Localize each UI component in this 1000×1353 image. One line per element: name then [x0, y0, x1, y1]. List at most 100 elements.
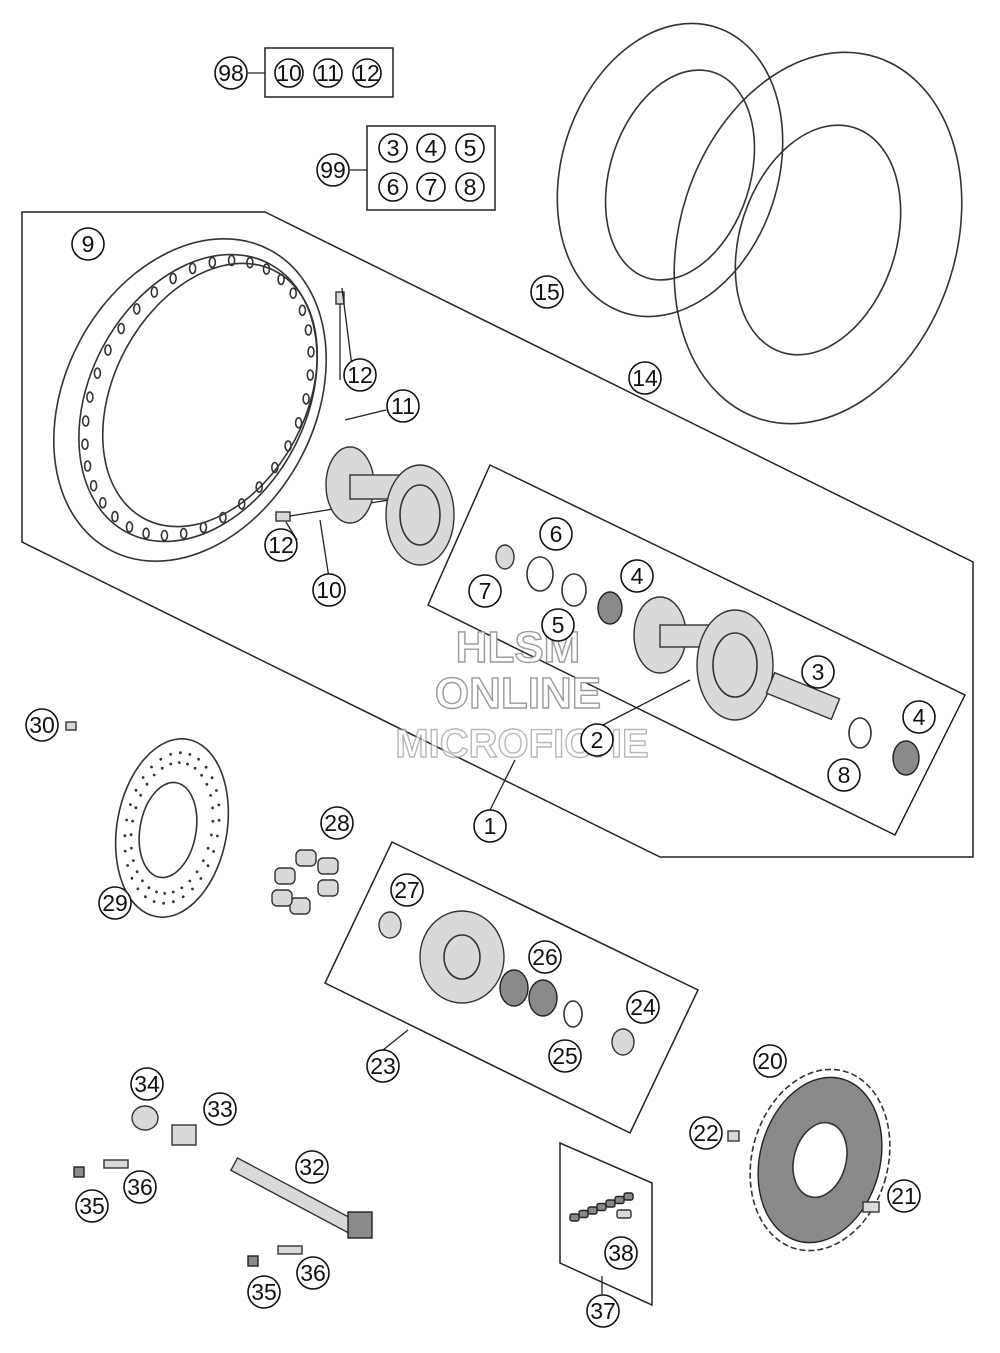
rim-hole: [289, 287, 298, 300]
callout-brake-disc-29[interactable]: 29: [98, 886, 132, 920]
svg-text:21: 21: [891, 1183, 917, 1209]
svg-text:10: 10: [276, 60, 302, 86]
callout-12-upper[interactable]: 12: [343, 358, 377, 392]
callout-rim-9[interactable]: 9: [71, 227, 105, 261]
callout-5[interactable]: 5: [541, 608, 575, 642]
rim-hole: [81, 415, 90, 427]
kit-98-item-11[interactable]: 11: [313, 58, 343, 88]
callout-8[interactable]: 8: [827, 758, 861, 792]
nut-35a-drawing: [73, 1166, 85, 1178]
callout-wheel-1[interactable]: 1: [473, 809, 507, 843]
disc-hole: [152, 900, 156, 903]
callout-33[interactable]: 33: [203, 1092, 237, 1126]
callout-28[interactable]: 28: [320, 806, 354, 840]
rim-hole: [188, 262, 197, 275]
brake-disc-holes: [123, 751, 221, 905]
callout-3[interactable]: 3: [801, 655, 835, 689]
disc-hole: [159, 757, 163, 761]
callout-36-left[interactable]: 36: [123, 1170, 157, 1204]
kit-98-item-12[interactable]: 12: [352, 58, 382, 88]
callout-7[interactable]: 7: [468, 574, 502, 608]
callout-24[interactable]: 24: [626, 990, 660, 1024]
svg-text:5: 5: [552, 612, 565, 638]
svg-text:7: 7: [479, 578, 492, 604]
disc-hole: [197, 757, 201, 761]
kit-99-item-3[interactable]: 3: [378, 133, 408, 163]
callout-38[interactable]: 38: [604, 1236, 638, 1270]
disc-hole: [139, 793, 143, 797]
callout-10[interactable]: 10: [312, 573, 346, 607]
disc-hole: [141, 776, 145, 779]
svg-text:38: 38: [608, 1240, 634, 1266]
svg-text:28: 28: [324, 810, 350, 836]
svg-text:3: 3: [812, 659, 825, 685]
callout-axle-32[interactable]: 32: [295, 1150, 329, 1184]
svg-text:36: 36: [300, 1260, 326, 1286]
valve-nut-drawing: [275, 511, 291, 522]
callout-26[interactable]: 26: [528, 940, 562, 974]
callout-tyre-14[interactable]: 14: [628, 361, 662, 395]
callout-tube-15[interactable]: 15: [530, 275, 564, 309]
svg-text:37: 37: [590, 1298, 616, 1324]
callout-34[interactable]: 34: [130, 1067, 164, 1101]
callout-27[interactable]: 27: [390, 873, 424, 907]
disc-hole: [134, 788, 138, 792]
kit-99-item-5[interactable]: 5: [455, 133, 485, 163]
callout-12-lower[interactable]: 12: [264, 528, 298, 562]
rim-hole: [86, 391, 94, 403]
callout-30[interactable]: 30: [25, 708, 59, 742]
bearing-26a-drawing: [499, 969, 529, 1007]
kit-98-item-10[interactable]: 10: [274, 58, 304, 88]
chain-link: [578, 1209, 589, 1219]
disc-hole: [171, 890, 175, 894]
callout-hub-2[interactable]: 2: [580, 723, 614, 757]
svg-text:25: 25: [552, 1043, 578, 1069]
svg-text:4: 4: [631, 563, 644, 589]
chain-drawing: [569, 1192, 634, 1222]
disc-hole: [206, 846, 210, 850]
disc-hole: [191, 887, 194, 891]
rim-drawing: [52, 238, 328, 562]
disc-hole: [199, 877, 203, 880]
bearing-4b-drawing: [892, 740, 920, 776]
svg-text:22: 22: [693, 1120, 719, 1146]
chain-link: [569, 1213, 580, 1222]
callout-99[interactable]: 99: [316, 153, 350, 187]
rim-hole: [304, 324, 313, 336]
callout-36-right[interactable]: 36: [296, 1256, 330, 1290]
svg-text:11: 11: [316, 60, 340, 86]
callout-sprocket-carrier-23[interactable]: 23: [366, 1049, 400, 1083]
bolt-36b-drawing: [277, 1245, 303, 1255]
callout-4-right[interactable]: 4: [902, 700, 936, 734]
rim-hole: [270, 461, 279, 474]
rim-hole: [294, 416, 303, 429]
callout-4-left[interactable]: 4: [620, 559, 654, 593]
callout-22[interactable]: 22: [689, 1116, 723, 1150]
rim-hole: [227, 254, 236, 267]
spacer-3-drawing: [765, 671, 841, 721]
kit-99-item-6[interactable]: 6: [378, 172, 408, 202]
kit-99-item-7[interactable]: 7: [416, 172, 446, 202]
callout-sprocket-20[interactable]: 20: [753, 1044, 787, 1078]
rim-hole: [237, 498, 246, 510]
rim-hole: [302, 393, 310, 405]
rim-hole: [199, 521, 208, 534]
callout-11[interactable]: 11: [386, 389, 420, 423]
callout-chain-37[interactable]: 37: [586, 1294, 620, 1328]
wheel-assembly-frame: [21, 211, 974, 858]
callout-98[interactable]: 98: [214, 56, 248, 90]
callout-25[interactable]: 25: [548, 1039, 582, 1073]
disc-hole: [135, 870, 139, 874]
disc-hole: [130, 846, 133, 850]
callout-35-left[interactable]: 35: [75, 1189, 109, 1223]
svg-text:99: 99: [320, 157, 346, 183]
svg-text:26: 26: [532, 944, 558, 970]
kit-99-item-4[interactable]: 4: [416, 133, 446, 163]
callout-6[interactable]: 6: [539, 517, 573, 551]
callout-35-right[interactable]: 35: [247, 1275, 281, 1309]
rim-hole: [262, 263, 271, 275]
callout-21[interactable]: 21: [887, 1179, 921, 1213]
sprocket-carrier-drawing: [419, 910, 505, 1004]
rim-hole: [306, 369, 315, 381]
kit-99-item-8[interactable]: 8: [455, 172, 485, 202]
